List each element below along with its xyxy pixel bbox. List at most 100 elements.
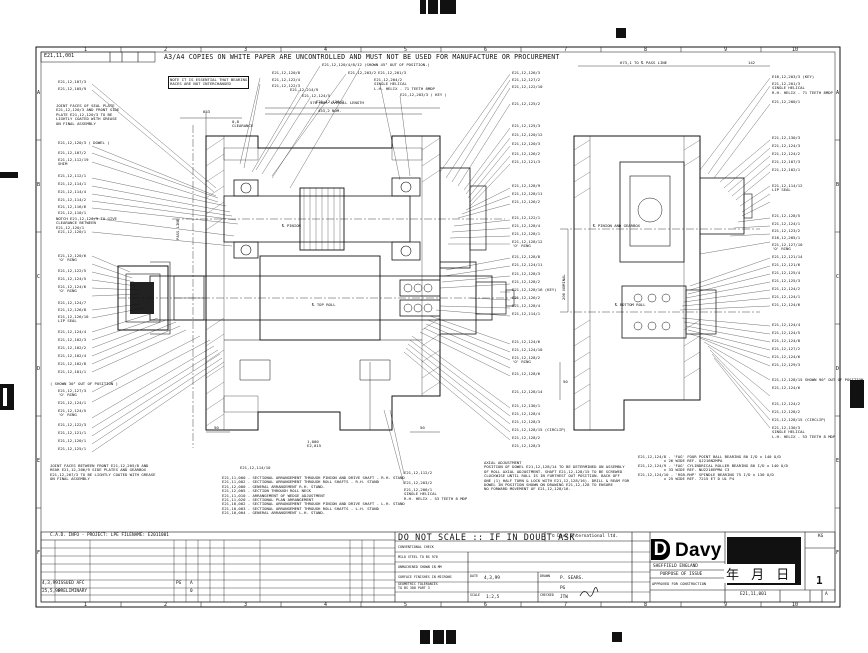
part-callout: E21,12,126/2 <box>512 199 541 204</box>
part-callout: E21,12,122/4 <box>272 77 301 82</box>
grid-letter: A <box>836 90 840 96</box>
part-callout: E21,12,124/2 <box>772 401 801 406</box>
pass-line-label: PASS LINE <box>175 218 180 240</box>
part-callout: E21,12,125/3 <box>512 123 541 128</box>
part-callout: E21,12,126/8 <box>58 307 87 312</box>
cad-info: C.A.D. INFO - PROJECT: LPE FILENAME: E20… <box>50 533 169 538</box>
part-callout: E21,12,204/2 SINGLE HELICAL L.H. HELIX -… <box>374 77 435 91</box>
part-callout: E21,12,122/3 <box>58 422 87 427</box>
part-callout: E21,12,107/2 <box>58 150 87 155</box>
grid-number: 1 <box>84 602 88 608</box>
title-block-label: UNMACHINED SHOWN IN MM <box>398 565 442 569</box>
part-callout: E21,12,128/3 <box>512 443 541 448</box>
title-block-label: DRAWN <box>540 574 550 578</box>
company-place: SHEFFIELD ENGLAND <box>653 564 698 569</box>
part-callout: E21,12,124/7 <box>58 300 87 305</box>
part-callout: E21,12,128/15 (CIRCLIP) <box>772 417 826 422</box>
grid-letter: D <box>37 366 41 372</box>
title-block-label: SCALE <box>470 593 480 597</box>
title-block-label: GEOMETRIC TOLERANCES TO BS 308 PART 3 <box>398 582 438 590</box>
grid-number: 7 <box>564 47 568 53</box>
part-callout: E21,12,130/3 <box>772 135 801 140</box>
grid-number: 1 <box>84 47 88 53</box>
part-callout: E21,12,124/5 <box>302 93 331 98</box>
part-callout: E21,12,130/3 SINGLE HELICAL L.H. HELIX -… <box>772 425 836 439</box>
part-callout: E21,12,124/6 <box>772 302 801 307</box>
part-callout: E21,12,102/4 <box>58 353 87 358</box>
drawn-date: 4,3,99 <box>484 576 500 581</box>
part-callout: E21,12,102/2 <box>58 345 87 350</box>
part-callout: E21,12,102/3 <box>58 337 87 342</box>
axial-adjustment-note: AXIAL ADJUSTMENT POSITION OF DOWEL E21,1… <box>484 460 630 492</box>
part-callout: E21,12,121/3 <box>512 159 541 164</box>
part-callout: E21,12,128/2 <box>772 409 801 414</box>
dimension-453: 453,2 NOM. <box>318 108 342 113</box>
grid-number: 2 <box>164 47 168 53</box>
dimension-50: 50 <box>420 425 425 430</box>
revision: A <box>825 592 828 597</box>
dimension-142: 142 <box>748 60 756 65</box>
revision-date: 4,3,99 <box>42 581 58 586</box>
uncontrolled-copy-banner: A3/A4 COPIES ON WHITE PAPER ARE UNCONTRO… <box>164 53 560 61</box>
part-callout: E21,12,201/3 <box>378 70 407 75</box>
part-callout: E21,12,128/2 <box>512 435 541 440</box>
part-callout: E21,12,128/9 <box>512 183 541 188</box>
part-callout: E21,12,120/12 <box>512 132 543 137</box>
grid-number: 8 <box>644 47 648 53</box>
part-callout: E21,12,125/1 <box>58 446 87 451</box>
part-callout: E21,12,120/1 <box>58 438 87 443</box>
grid-letter: E <box>836 458 840 464</box>
bearing-race-note: NOTE IT IS ESSENTIAL THAT BEARING RACES … <box>168 76 250 89</box>
grid-number: 5 <box>404 47 408 53</box>
title-block-label: CONVENTIONAL CHECK <box>398 545 434 549</box>
part-callout: E21,12,124/1 <box>772 294 801 299</box>
part-callout: E21,12,128/2 <box>512 279 541 284</box>
part-callout: E21,12,120/1 <box>58 229 87 234</box>
part-callout: E21,12,129/3 <box>772 362 801 367</box>
part-callout: E21,12,122/10 <box>512 84 543 89</box>
grid-number: 4 <box>324 47 328 53</box>
part-callout: E21,12,128/16 (KEY) <box>512 287 557 292</box>
part-callout: E21,12,124/1 <box>58 400 87 405</box>
part-callout: E21,12,128/8 <box>512 254 541 259</box>
grid-letter: D <box>836 366 840 372</box>
grid-letter: E <box>37 458 41 464</box>
part-callout: E21,12,125/3 <box>772 278 801 283</box>
purpose-of-issue: APPROVED FOR CONSTRUCTION <box>652 582 707 586</box>
part-callout: E21,12,101/1 <box>58 369 87 374</box>
grid-number: 10 <box>792 602 799 608</box>
copyright-notice: © Davy International ltd. <box>552 534 619 539</box>
grid-number: 7 <box>564 602 568 608</box>
pinion-centreline-label: ℄ PINION <box>282 223 301 228</box>
part-callout: E21,12,122/1 <box>512 215 541 220</box>
part-callout: E21,12,120/6 'O' RING <box>58 253 87 263</box>
checked-initials: PG <box>560 586 566 591</box>
grid-letter: B <box>836 182 840 188</box>
dimension-50: 50 <box>563 379 568 384</box>
part-callout: E21,12,128/4 <box>512 303 541 308</box>
part-callout: E21,12,125/4 <box>772 270 801 275</box>
part-callout: E21,12,128/4 <box>512 223 541 228</box>
part-callout: E21,12,124/2 <box>772 286 801 291</box>
drawn-by: P. SEARS. <box>560 576 584 581</box>
drawing-scale: 1:2,5 <box>486 595 500 600</box>
sheet-number: 1 <box>816 574 823 587</box>
part-callout: E21,12,201/3 SINGLE HELICAL R.H. HELIX -… <box>772 81 833 95</box>
part-callout: E21,12,128/3 <box>512 419 541 424</box>
overall-length-dimension: 570 NOM. OVERALL LENGTH <box>310 100 364 105</box>
part-callout: E21,12,114/4 <box>58 189 87 194</box>
part-callout: E21,12,120/8 <box>272 70 301 75</box>
grid-number: 6 <box>484 47 488 53</box>
part-callout: E21,12,200/1 <box>772 99 801 104</box>
part-callout: E21,12,105/9 <box>58 86 87 91</box>
part-callout: E21,12,125/2 <box>512 101 541 106</box>
part-callout: E21,12,126/1 <box>316 99 345 104</box>
reference-drawings-list: E21,11,000 - SECTIONAL ARRANGEMENT THROU… <box>222 475 405 516</box>
grid-letter: C <box>37 274 41 280</box>
revision-letter: A <box>190 581 193 586</box>
part-callout: E21,12,123/2 <box>772 228 801 233</box>
part-callout: E21,12,126/10 LIP SEAL <box>58 314 89 324</box>
part-callout: E21,12,124/1 <box>772 221 801 226</box>
part-callout: E21,12,124/4 <box>58 329 87 334</box>
